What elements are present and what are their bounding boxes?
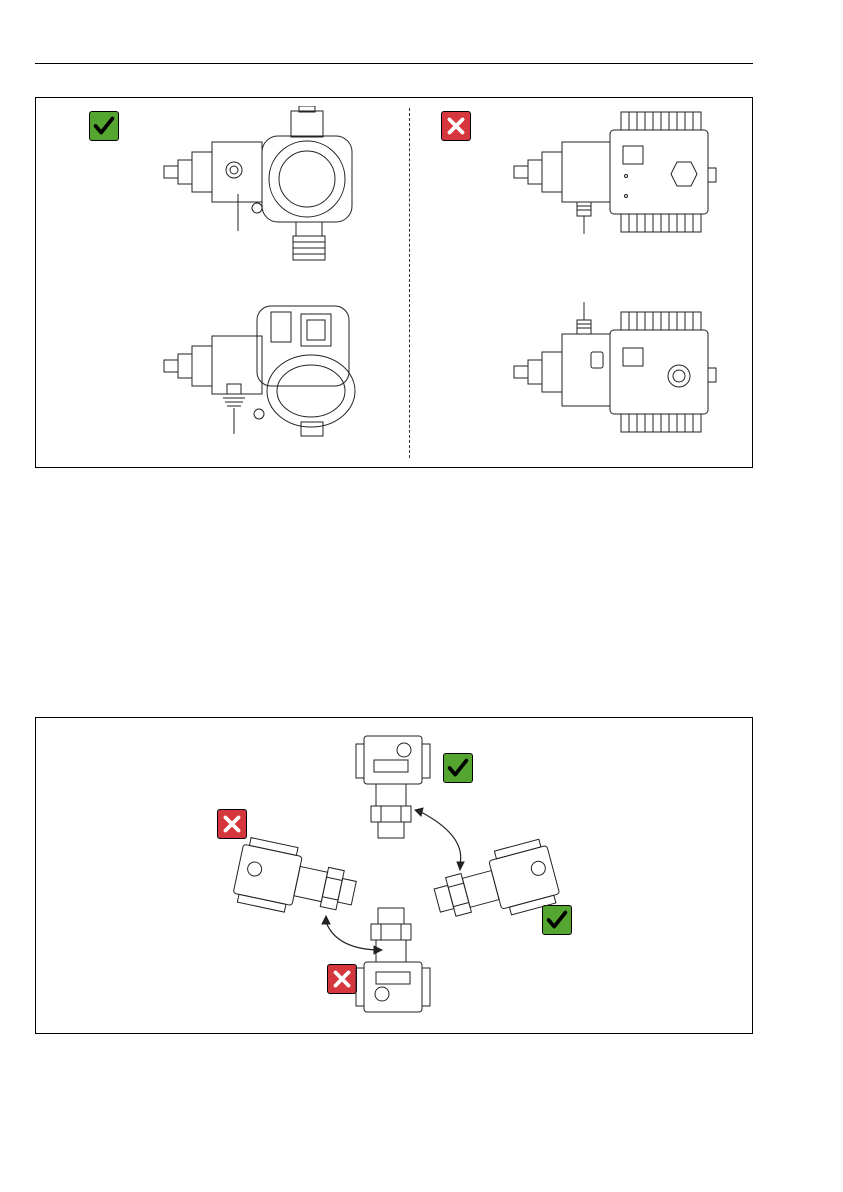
mounting-figure-orientation xyxy=(35,717,753,1034)
rotation-arrow xyxy=(421,812,461,864)
orientation-diagram xyxy=(216,726,596,1031)
transmitter-drawing-correct-bottom-entry xyxy=(161,296,361,451)
dashed-divider xyxy=(409,108,410,458)
transmitter-drawing-incorrect-top-entry xyxy=(511,298,721,443)
device-top-correct xyxy=(356,736,430,838)
transmitter-drawing-incorrect-bottom-entry xyxy=(511,106,721,246)
checkmark-icon xyxy=(89,111,119,141)
arrowhead xyxy=(415,808,423,816)
device-left-incorrect xyxy=(231,836,360,925)
arrowhead xyxy=(374,946,382,954)
header-rule xyxy=(35,63,753,64)
cross-icon xyxy=(441,111,471,141)
arrowhead xyxy=(457,862,464,870)
mounting-figure-cable-entry xyxy=(35,97,753,468)
device-bottom-incorrect xyxy=(356,908,430,1012)
device-right-correct xyxy=(429,838,562,933)
arrowhead xyxy=(322,916,330,924)
transmitter-drawing-correct-side-entry xyxy=(161,106,361,266)
rotation-arrow xyxy=(326,922,376,950)
